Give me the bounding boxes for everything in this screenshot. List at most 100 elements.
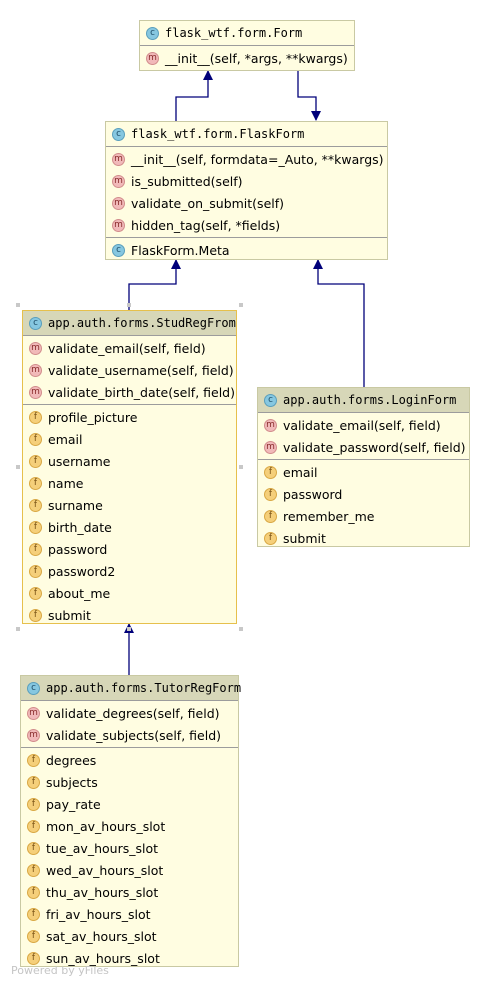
field-icon: f xyxy=(27,753,40,767)
field-label: email xyxy=(283,464,318,480)
class-header: c app.auth.forms.TutorRegForm xyxy=(21,676,241,701)
footer-watermark: Powered by yFiles xyxy=(11,964,109,977)
class-node-form[interactable]: c flask_wtf.form.Form m__init__(self, *a… xyxy=(139,20,355,71)
field-label: username xyxy=(48,453,111,469)
class-node-flaskform[interactable]: c flask_wtf.form.FlaskForm m__init__(sel… xyxy=(105,121,388,260)
field-label: wed_av_hours_slot xyxy=(46,862,164,878)
field-row[interactable]: f degrees xyxy=(21,749,238,771)
field-label: surname xyxy=(48,497,103,513)
field-icon: f xyxy=(27,775,40,789)
method-icon: m xyxy=(29,385,42,399)
method-row[interactable]: m validate_degrees(self, field) xyxy=(21,702,238,724)
field-label: fri_av_hours_slot xyxy=(46,906,151,922)
class-header: c app.auth.forms.StudRegFrom xyxy=(23,311,236,336)
selection-handle[interactable] xyxy=(127,303,131,307)
method-label: validate_degrees(self, field) xyxy=(46,705,220,721)
method-icon: m xyxy=(112,174,125,188)
method-label: validate_on_submit(self) xyxy=(131,195,285,211)
field-label: password xyxy=(283,486,343,502)
field-row[interactable]: f remember_me xyxy=(258,505,469,527)
selection-handle[interactable] xyxy=(127,627,131,631)
edge-form-to-flaskform xyxy=(297,70,321,121)
field-icon: f xyxy=(29,586,42,600)
method-label: validate_username(self, field) xyxy=(48,362,234,378)
method-icon: m xyxy=(27,706,40,720)
selection-handle[interactable] xyxy=(239,303,243,307)
selection-handle[interactable] xyxy=(239,465,243,469)
selection-handle[interactable] xyxy=(16,627,20,631)
field-label: sun_av_hours_slot xyxy=(46,950,160,966)
field-icon: f xyxy=(27,929,40,943)
field-icon: f xyxy=(264,509,277,523)
class-name: flask_wtf.form.FlaskForm xyxy=(131,127,305,141)
method-row[interactable]: m is_submitted(self) xyxy=(106,170,387,192)
field-icon: f xyxy=(29,410,42,424)
field-label: remember_me xyxy=(283,508,375,524)
field-row[interactable]: f password xyxy=(258,483,469,505)
class-icon: c xyxy=(27,681,40,695)
field-icon: f xyxy=(264,465,277,479)
method-row[interactable]: m__init__(self, formdata=_Auto, **kwargs… xyxy=(106,148,387,170)
class-icon: c xyxy=(112,127,125,141)
field-icon: f xyxy=(29,476,42,490)
method-row[interactable]: m__init__(self, *args, **kwargs) xyxy=(140,47,354,69)
field-label: email xyxy=(48,431,83,447)
selection-handle[interactable] xyxy=(239,627,243,631)
method-label: validate_password(self, field) xyxy=(283,439,466,455)
method-label: is_submitted(self) xyxy=(131,173,243,189)
field-icon: f xyxy=(27,797,40,811)
class-name: flask_wtf.form.Form xyxy=(165,26,303,40)
field-label: degrees xyxy=(46,752,97,768)
class-icon: c xyxy=(146,26,159,40)
field-icon: f xyxy=(29,454,42,468)
method-icon: m xyxy=(112,152,125,166)
field-label: submit xyxy=(283,530,326,546)
field-label: submit xyxy=(48,607,91,623)
selection-handle[interactable] xyxy=(16,303,20,307)
field-icon: f xyxy=(27,841,40,855)
field-icon: f xyxy=(29,520,42,534)
field-icon: f xyxy=(264,487,277,501)
selection-handle[interactable] xyxy=(16,465,20,469)
class-icon: c xyxy=(112,243,125,257)
field-row[interactable]: f username xyxy=(23,450,236,472)
field-label: mon_av_hours_slot xyxy=(46,818,166,834)
